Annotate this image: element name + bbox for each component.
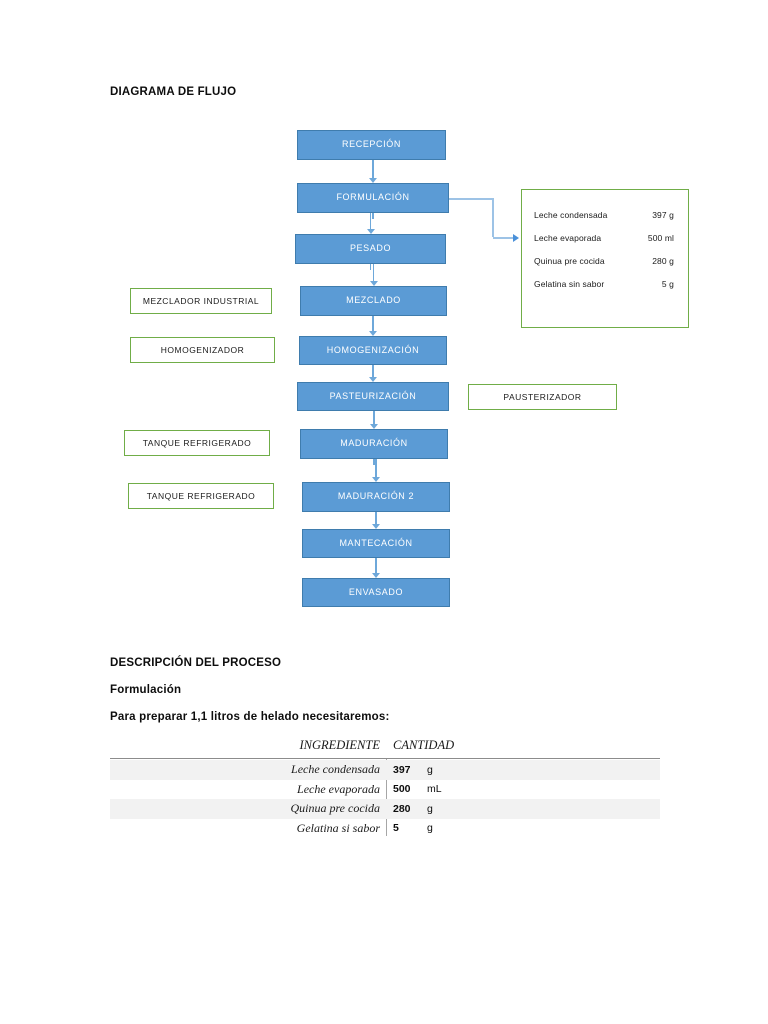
equipment-box[interactable]: MEZCLADOR INDUSTRIAL	[130, 288, 272, 314]
equipment-box-label: TANQUE REFRIGERADO	[142, 438, 252, 448]
process-step-box[interactable]: MADURACIÓN	[300, 429, 448, 459]
process-step-label: PASTEURIZACIÓN	[329, 390, 417, 401]
ingredient-callout-qty: 5 g	[661, 279, 674, 289]
table-cell-cantidad: 397	[393, 763, 411, 776]
flow-arrowhead	[369, 377, 377, 382]
flow-arrowhead	[370, 424, 378, 429]
flow-connector	[372, 264, 375, 282]
flow-connector	[369, 264, 372, 270]
flow-arrowhead	[372, 573, 380, 578]
flow-connector	[373, 411, 375, 425]
table-row	[110, 799, 660, 819]
equipment-box-label: TANQUE REFRIGERADO	[146, 491, 256, 501]
process-step-label: MANTECACIÓN	[339, 537, 413, 548]
process-step-box[interactable]: RECEPCIÓN	[297, 130, 446, 160]
flow-arrowhead	[369, 331, 377, 336]
process-step-label: RECEPCIÓN	[342, 139, 401, 150]
process-step-label: HOMOGENIZACIÓN	[326, 344, 420, 355]
process-step-label: MADURACIÓN 2	[337, 491, 415, 502]
ingredient-callout-name: Leche condensada	[534, 210, 608, 220]
flow-connector	[375, 512, 377, 525]
process-step-label: ENVASADO	[348, 586, 404, 597]
process-step-box[interactable]: MEZCLADO	[300, 286, 447, 316]
ingredient-callout-name: Leche evaporada	[534, 233, 602, 243]
table-cell-ingrediente: Leche evaporada	[297, 781, 380, 796]
ingredient-callout-row: Gelatina sin sabor 5 g	[534, 279, 674, 289]
ingredient-callout-qty: 500 ml	[647, 233, 674, 243]
subsection-heading-formulacion: Formulación	[110, 684, 182, 696]
flow-arrowhead	[369, 281, 378, 286]
flow-connector	[375, 459, 377, 478]
flow-arrowhead	[372, 524, 380, 529]
equipment-box-label: HOMOGENIZADOR	[160, 345, 245, 355]
equipment-box[interactable]: TANQUE REFRIGERADO	[124, 430, 270, 456]
process-step-box[interactable]: PASTEURIZACIÓN	[297, 382, 449, 411]
flow-arrowhead	[366, 229, 375, 234]
table-cell-unidad: g	[427, 763, 433, 776]
process-step-box[interactable]: HOMOGENIZACIÓN	[299, 336, 447, 365]
callout-connector-segment	[492, 198, 494, 237]
table-cell-ingrediente: Gelatina si sabor	[296, 820, 380, 835]
callout-connector-segment	[449, 198, 493, 200]
table-header-cantidad: CANTIDAD	[393, 738, 455, 752]
ingredient-callout-row: Leche evaporada 500 ml	[534, 233, 674, 243]
ingredient-callout-row: Leche condensada 397 g	[534, 210, 674, 220]
equipment-box[interactable]: PAUSTERIZADOR	[468, 384, 617, 410]
table-cell-unidad: g	[427, 802, 433, 815]
table-cell-cantidad: 280	[393, 802, 411, 815]
ingredient-callout-row: Quinua pre cocida 280 g	[534, 256, 674, 266]
flow-arrowhead	[372, 477, 380, 482]
table-cell-unidad: g	[427, 822, 433, 834]
flow-connector	[372, 316, 374, 332]
callout-connector-segment	[493, 237, 514, 239]
intro-paragraph: Para preparar 1,1 litros de helado neces…	[110, 711, 390, 723]
process-step-label: MADURACIÓN	[340, 438, 408, 449]
flow-arrowhead	[369, 178, 377, 183]
flowchart: RECEPCIÓN FORMULACIÓN PESADO MEZCLADO HOMOGE…	[124, 130, 617, 607]
flow-connector	[369, 213, 372, 230]
equipment-box-label: PAUSTERIZADOR	[503, 392, 582, 402]
flow-connector	[375, 558, 377, 574]
process-step-label: PESADO	[349, 243, 392, 254]
table-cell-unidad: mL	[427, 783, 442, 795]
table-header-ingrediente: INGREDIENTE	[299, 738, 380, 752]
ingredient-callout-qty: 280 g	[652, 256, 674, 266]
ingredient-callout-name: Quinua pre cocida	[534, 256, 605, 266]
table-header-rule	[110, 758, 660, 759]
table-column-divider	[386, 759, 387, 836]
ingredients-callout-card: Leche condensada 397 g Leche evaporada 500 …	[521, 189, 689, 328]
process-step-box[interactable]: MANTECACIÓN	[302, 529, 450, 558]
process-step-label: MEZCLADO	[346, 295, 401, 306]
section-heading-descripcion: DESCRIPCIÓN DEL PROCESO	[110, 657, 282, 669]
callout-arrowhead	[513, 233, 519, 242]
process-step-label: FORMULACIÓN	[336, 192, 410, 203]
table-cell-cantidad: 5	[393, 822, 399, 834]
ingredient-callout-qty: 397 g	[652, 210, 674, 220]
equipment-box[interactable]: HOMOGENIZADOR	[130, 337, 275, 363]
ingredient-callout-name: Gelatina sin sabor	[534, 279, 605, 289]
table-cell-ingrediente: Leche condensada	[291, 762, 380, 776]
process-step-box[interactable]: FORMULACIÓN	[297, 183, 449, 213]
table-row	[110, 760, 660, 780]
process-step-box[interactable]: ENVASADO	[302, 578, 450, 607]
flow-connector	[372, 365, 374, 378]
flow-connector	[372, 213, 374, 219]
equipment-box[interactable]: TANQUE REFRIGERADO	[128, 483, 274, 509]
process-step-box[interactable]: MADURACIÓN 2	[302, 482, 450, 512]
flow-connector	[372, 160, 374, 179]
table-cell-cantidad: 500	[393, 783, 411, 795]
equipment-box-label: MEZCLADOR INDUSTRIAL	[142, 296, 260, 306]
table-cell-ingrediente: Quinua pre cocida	[290, 801, 380, 815]
flow-connector	[373, 459, 375, 465]
page-title: DIAGRAMA DE FLUJO	[110, 86, 237, 98]
process-step-box[interactable]: PESADO	[295, 234, 446, 264]
